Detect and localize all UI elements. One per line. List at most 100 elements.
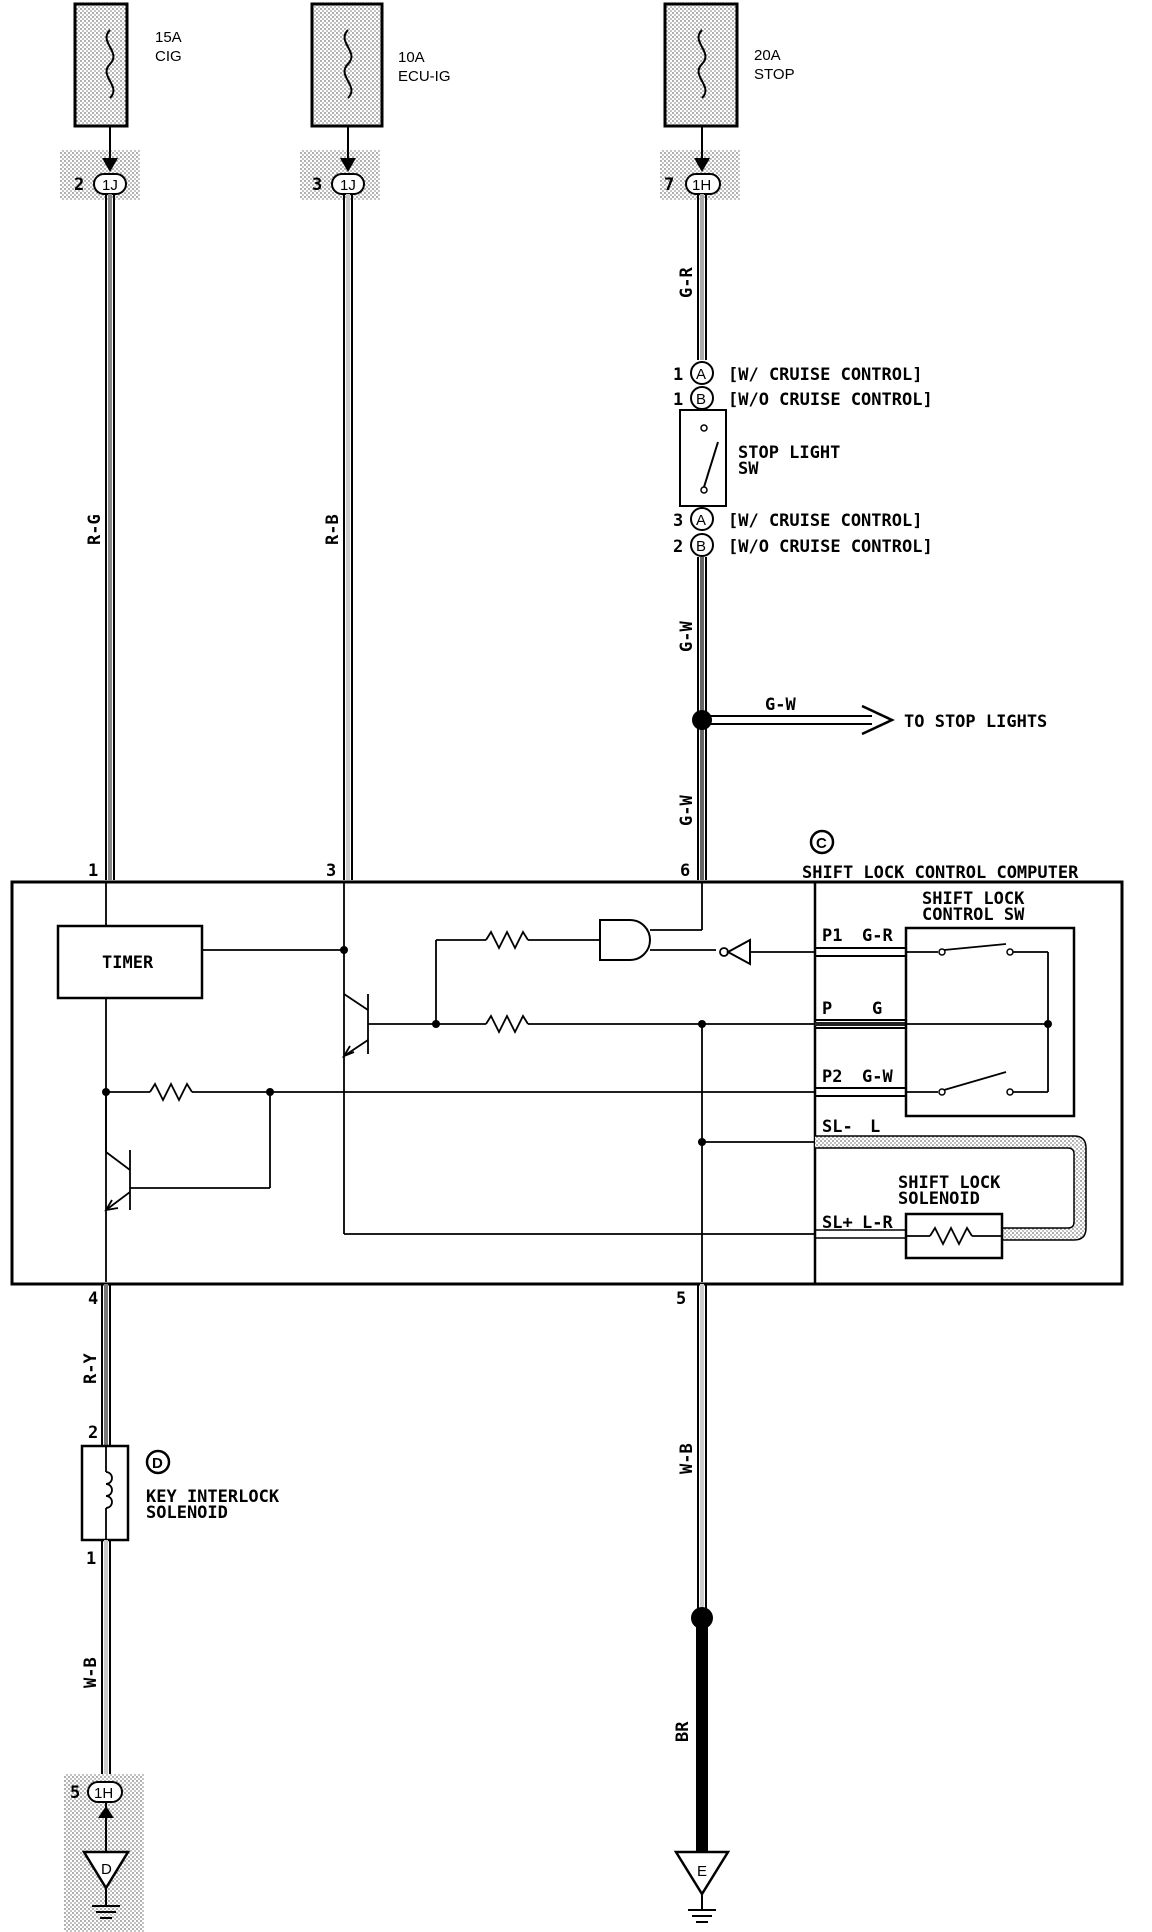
wire-cig xyxy=(105,194,115,880)
badge-c-label: C xyxy=(816,835,827,852)
wire-solenoid-ground xyxy=(101,1540,111,1782)
connector-1h-b-pin: 5 xyxy=(70,1783,80,1803)
timer-block xyxy=(56,924,204,1000)
terminal-p: P xyxy=(822,999,832,1019)
ground-d-label: D xyxy=(101,1861,112,1878)
terminal-p1: P1 xyxy=(822,926,842,946)
wire-stop-branch-color: G-W xyxy=(765,695,796,715)
connector-a-top xyxy=(690,361,714,385)
note-a1: [W/ CRUISE CONTROL] xyxy=(728,365,922,385)
wire-solenoid-ground-color: W-B xyxy=(81,1657,101,1688)
wire-cig-color: R-G xyxy=(85,514,105,545)
terminal-sl-minus: SL- xyxy=(822,1117,853,1137)
to-stop-lights: TO STOP LIGHTS xyxy=(904,712,1047,732)
terminal-sl-minus-color: L xyxy=(870,1117,880,1137)
pin-1a: 1 xyxy=(673,365,683,385)
fuse-stop-amps: 20A xyxy=(754,47,781,64)
solenoid-label-1: SHIFT LOCK xyxy=(898,1173,1001,1193)
badge-c xyxy=(809,829,835,855)
terminal-sl-plus: SL+ xyxy=(822,1213,853,1233)
arrow-icon xyxy=(340,158,356,172)
terminal-p2: P2 xyxy=(822,1067,842,1087)
note-b2: [W/O CRUISE CONTROL] xyxy=(728,537,933,557)
pin-2b: 2 xyxy=(673,537,683,557)
terminal-sl-plus-color: L-R xyxy=(862,1213,893,1233)
connector-b-top-label: B xyxy=(696,391,706,408)
arrow-icon xyxy=(694,158,710,172)
solenoid-label-2: SOLENOID xyxy=(898,1189,980,1209)
stop-light-sw-label-2: SW xyxy=(738,459,759,479)
transistor-arrow-icon xyxy=(341,1045,355,1058)
fuse-stop-name: STOP xyxy=(754,66,795,83)
note-b1: [W/O CRUISE CONTROL] xyxy=(728,390,933,410)
terminal-p2-color: G-W xyxy=(862,1067,893,1087)
wire-out4 xyxy=(101,1284,111,1446)
fuse-cig-amps: 15A xyxy=(155,29,182,46)
internal-circuit xyxy=(105,882,815,1282)
wire-stop-top-color: G-R xyxy=(677,267,697,298)
wire-ecu-ig xyxy=(343,194,353,880)
terminal-p1-color: G-R xyxy=(862,926,893,946)
splice-point xyxy=(692,710,712,730)
key-interlock-pin-top: 2 xyxy=(88,1423,98,1443)
fuse-stop: 20A STOP xyxy=(663,2,795,128)
fuse-ecu-ig: 10A ECU-IG xyxy=(310,2,451,128)
connector-1h-a-pin: 7 xyxy=(664,175,674,195)
connector-1j-b-pin: 3 xyxy=(312,175,322,195)
transistor-arrow-icon xyxy=(104,1199,119,1212)
connector-b-bottom xyxy=(690,533,714,557)
wire-stop-mid-color: G-W xyxy=(677,621,697,652)
wire-out5-color: W-B xyxy=(677,1443,697,1474)
connector-a-top-label: A xyxy=(696,366,706,383)
pin-1b: 1 xyxy=(673,390,683,410)
pin-6: 6 xyxy=(680,861,690,881)
control-sw-label-1: SHIFT LOCK xyxy=(922,889,1025,909)
connector-a-bottom xyxy=(690,507,714,531)
ground-e-icon xyxy=(673,1850,731,1923)
pin-3a: 3 xyxy=(673,511,683,531)
fuse-cig-name: CIG xyxy=(155,48,182,65)
terminal-wires xyxy=(815,947,906,1097)
arrow-icon xyxy=(98,1806,114,1818)
connector-1j-a-label: 1J xyxy=(102,177,118,194)
connector-1j-a-pin: 2 xyxy=(74,175,84,195)
wire-stop-low-color: G-W xyxy=(677,795,697,826)
badge-d xyxy=(145,1449,171,1475)
terminal-p-color: G xyxy=(872,999,882,1019)
pin-4: 4 xyxy=(88,1289,98,1309)
pin-3: 3 xyxy=(326,861,336,881)
wire-ecu-ig-color: R-B xyxy=(323,514,343,545)
key-interlock-solenoid xyxy=(80,1444,130,1542)
note-a2: [W/ CRUISE CONTROL] xyxy=(728,511,922,531)
pin-1: 1 xyxy=(88,861,98,881)
fuse-ecu-ig-name: ECU-IG xyxy=(398,68,451,85)
fuse-cig: 15A CIG xyxy=(73,2,182,128)
solenoid-wire-shade xyxy=(815,1136,1086,1240)
connector-b-bottom-label: B xyxy=(696,538,706,555)
arrow-icon xyxy=(102,158,118,172)
key-interlock-label-2: SOLENOID xyxy=(146,1503,228,1523)
arrow-right-icon xyxy=(861,704,895,736)
key-interlock-label-1: KEY INTERLOCK xyxy=(146,1487,280,1507)
shift-lock-control-switch xyxy=(904,926,1076,1118)
wire-stop-top xyxy=(697,194,707,360)
ground-e-label: E xyxy=(697,1863,707,1880)
stop-light-sw-label-1: STOP LIGHT xyxy=(738,443,840,463)
connector-1h-a-label: 1H xyxy=(692,177,711,194)
key-interlock-pin-bottom: 1 xyxy=(86,1549,96,1569)
computer-title: SHIFT LOCK CONTROL COMPUTER xyxy=(802,863,1079,883)
connector-1h-b-label: 1H xyxy=(94,1785,113,1802)
shift-lock-solenoid xyxy=(904,1212,1004,1260)
fuse-ecu-ig-amps: 10A xyxy=(398,49,425,66)
wire-ground-e-color: BR xyxy=(673,1721,693,1742)
pin-5: 5 xyxy=(676,1289,686,1309)
stop-light-switch xyxy=(679,409,727,507)
connector-1j-b-label: 1J xyxy=(340,177,356,194)
connector-a-bottom-label: A xyxy=(696,512,706,529)
badge-d-label: D xyxy=(152,1455,163,1472)
ground-d-icon xyxy=(81,1850,131,1919)
control-sw-label-2: CONTROL SW xyxy=(922,905,1025,925)
timer-label: TIMER xyxy=(102,953,154,973)
wire-out5 xyxy=(697,1284,707,1616)
